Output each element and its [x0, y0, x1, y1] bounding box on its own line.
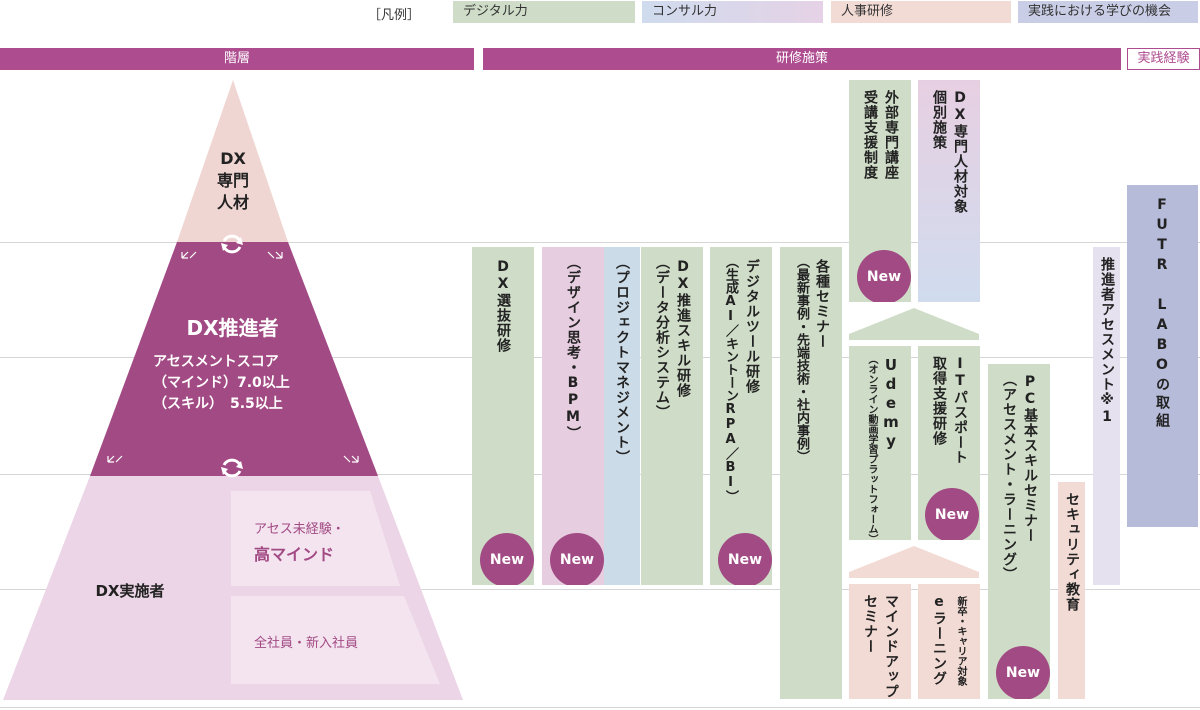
col-it-passport-label-1: ITパスポート: [952, 356, 968, 465]
col-futr-labo: FUTR LABOの取組: [1127, 185, 1198, 527]
col-digital-tool: デジタルツール研修 （生成AI／キントーンRPA／BI） New: [710, 247, 772, 585]
col-project-label: （プロジェクトマネジメント）: [614, 255, 630, 465]
col-project: （プロジェクトマネジメント）: [604, 247, 640, 585]
col-dx-skill-label-1: DX推進スキル研修: [675, 259, 691, 398]
col-dx-expert-label-2: 個別施策: [931, 90, 947, 150]
col-security: セキュリティ教育: [1058, 482, 1085, 699]
score-line-3: （スキル） 5.5以上: [153, 396, 283, 412]
cycle-icon-bottom: [221, 458, 243, 478]
pyramid-bottom-title: DX実施者: [95, 582, 165, 600]
col-pc-skill-label-2: （アセスメント・ラーニング）: [1001, 372, 1017, 582]
col-seminar: 各種セミナー （最新事例・先端技術・社内事例）: [780, 247, 842, 699]
legend-practice: 実践における学びの機会: [1018, 1, 1198, 23]
tier-line-5: [0, 707, 1200, 708]
col-it-passport: ITパスポート 取得支援研修 New: [918, 346, 980, 540]
pyramid-box-2-text: 全社員・新入社員: [254, 636, 359, 651]
new-badge: New: [480, 533, 534, 585]
col-digital-tool-label-1: デジタルツール研修: [744, 259, 760, 394]
roof-digital-base: [849, 334, 979, 340]
new-badge: New: [550, 533, 604, 585]
col-mindup-label-2: セミナー: [862, 594, 878, 654]
new-badge: New: [718, 533, 772, 585]
col-dx-skill-label-2: （データ分析システム）: [654, 255, 670, 420]
score-line-1: アセスメントスコア: [153, 354, 279, 370]
legend-consult: コンサル力: [642, 1, 823, 23]
new-badge: New: [857, 250, 911, 302]
new-badge: New: [925, 488, 979, 540]
col-design-label: （デザイン思考・BPM）: [565, 255, 581, 441]
col-design: （デザイン思考・BPM） New: [542, 247, 604, 585]
col-external: 外部専門講座 受講支援制度 New: [849, 80, 911, 302]
legend-hr-label: 人事研修: [841, 4, 894, 19]
col-security-label: セキュリティ教育: [1064, 492, 1080, 612]
legend-digital-label: デジタル力: [463, 4, 528, 19]
pyramid-box-2: [231, 596, 440, 684]
col-digital-tool-label-2: （生成AI／キントーンRPA／BI）: [723, 255, 738, 503]
legend-hr: 人事研修: [831, 1, 1011, 23]
col-elearning: 新卒・キャリア対象 eラーニング: [918, 584, 980, 699]
col-dx-expert: DX専門人材対象 個別施策: [918, 80, 980, 302]
pyramid-top-label: DX 専門 人材: [216, 149, 249, 212]
roof-hr-base: [849, 572, 979, 578]
col-futr-labo-label: FUTR LABOの取組: [1154, 197, 1170, 431]
legend-consult-label: コンサル力: [652, 4, 718, 19]
header-practice: 実践経験: [1127, 48, 1200, 70]
roof-hr: [849, 546, 979, 572]
col-dx-selection: DX選抜研修 New: [472, 247, 534, 585]
col-dx-skill: DX推進スキル研修 （データ分析システム）: [641, 247, 703, 585]
pyramid: [3, 80, 463, 700]
box1-line-2: 高マインド: [254, 545, 335, 564]
cycle-icon-top: [221, 234, 243, 254]
tier-line-1: [0, 242, 1200, 243]
col-external-label-1: 外部専門講座: [883, 90, 899, 180]
col-seminar-label-1: 各種セミナー: [814, 259, 830, 349]
new-badge: New: [996, 646, 1050, 699]
pyramid-middle-tier: [90, 242, 378, 476]
col-mindup-label-1: マインドアップ: [883, 594, 899, 699]
col-it-passport-label-2: 取得支援研修: [931, 356, 947, 446]
col-udemy: Udemy （オンライン動画学習プラットフォーム）: [849, 346, 911, 544]
score-line-2: （マインド）7.0以上: [153, 375, 290, 391]
col-dx-expert-label-1: DX専門人材対象: [952, 90, 968, 214]
col-assessment: 推進者アセスメント※1: [1093, 247, 1120, 585]
header-tier: 階層: [0, 48, 474, 70]
legend-practice-label: 実践における学びの機会: [1028, 4, 1172, 19]
roof-digital: [849, 308, 979, 334]
col-udemy-label-1: Udemy: [882, 356, 900, 451]
col-pc-skill: PC基本スキルセミナー （アセスメント・ラーニング） New: [988, 364, 1050, 699]
pyramid-box-1-text: アセス未経験・ 高マインド: [254, 518, 394, 565]
col-dx-selection-label: DX選抜研修: [495, 259, 511, 353]
box1-line-1: アセス未経験・: [254, 522, 345, 537]
col-elearning-label-1: 新卒・キャリア対象: [955, 596, 966, 686]
header-measures: 研修施策: [483, 48, 1121, 70]
col-mindup: マインドアップ セミナー: [849, 584, 911, 699]
tier-line-4: [0, 589, 1200, 590]
col-external-label-2: 受講支援制度: [862, 90, 878, 180]
pyramid-top-tier: [177, 80, 288, 242]
col-udemy-label-2: （オンライン動画学習プラットフォーム）: [866, 354, 877, 544]
legend-label: ［凡例］: [368, 8, 421, 23]
pyramid-middle-score: アセスメントスコア （マインド）7.0以上 （スキル） 5.5以上: [153, 352, 333, 415]
arrow-icons: [107, 251, 359, 463]
legend-digital: デジタル力: [453, 1, 635, 23]
col-seminar-label-2: （最新事例・先端技術・社内事例）: [794, 255, 809, 463]
pyramid-box-1: [231, 491, 400, 586]
col-pc-skill-label-1: PC基本スキルセミナー: [1022, 374, 1038, 543]
col-elearning-label-2: eラーニング: [931, 594, 947, 686]
col-assessment-label: 推進者アセスメント※1: [1099, 257, 1115, 426]
pyramid-middle-title: DX推進者: [186, 316, 279, 340]
